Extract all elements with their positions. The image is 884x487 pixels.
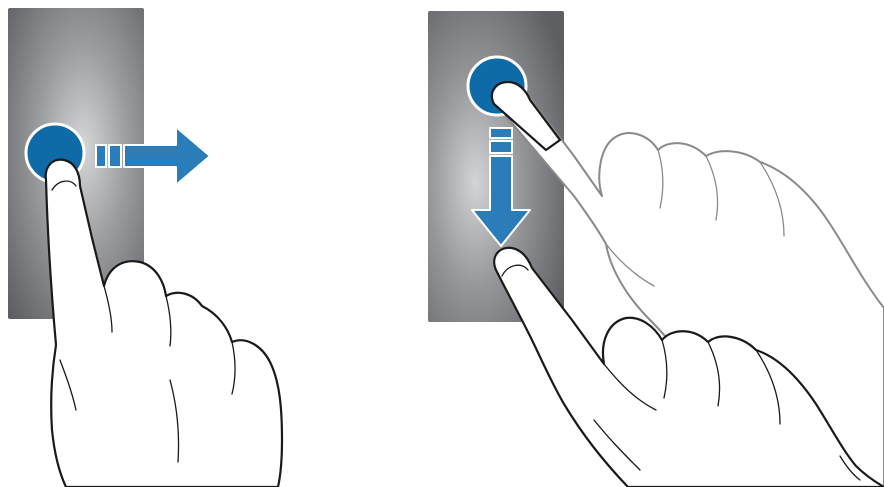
pointing-hand-icon	[46, 160, 282, 487]
swipe-down-gesture	[428, 11, 884, 487]
swipe-right-gesture	[8, 8, 282, 487]
